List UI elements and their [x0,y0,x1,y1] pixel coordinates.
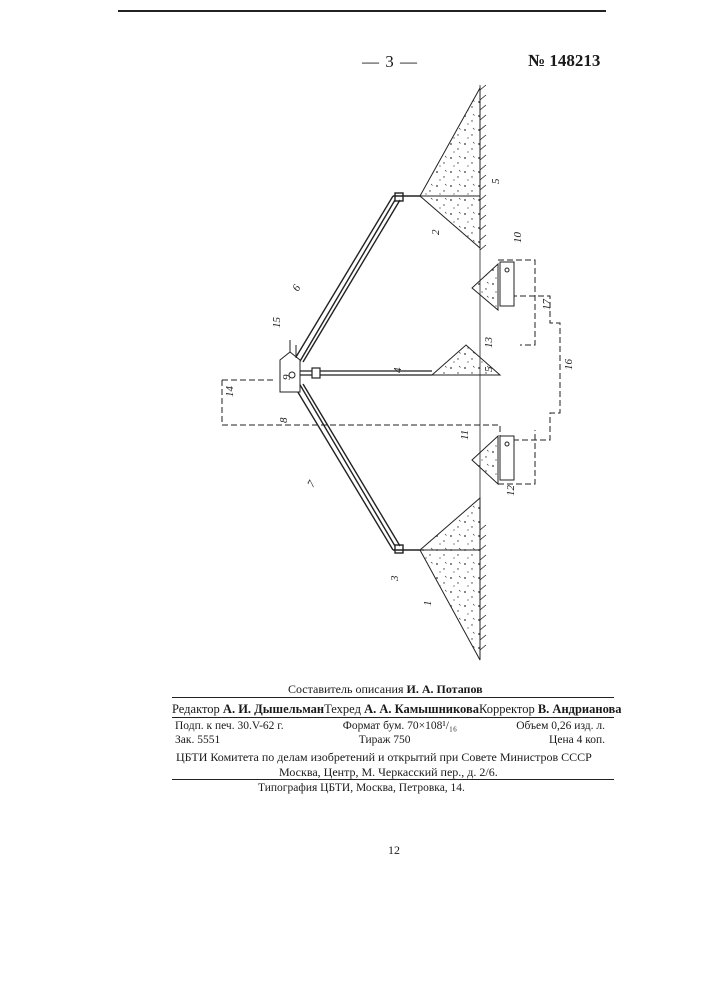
editor-name: А. И. Дышельман [223,702,324,716]
compiler-name: И. А. Потапов [406,682,482,696]
colophon-rule-1 [172,697,614,698]
svg-text:11: 11 [459,430,471,440]
svg-text:4: 4 [392,367,404,373]
svg-text:2: 2 [430,229,442,235]
editor-label: Редактор [172,702,220,716]
volume: Объем 0,26 изд. л. [516,720,605,732]
paper-format: Формат бум. 70×108¹/₁₆ [343,720,457,732]
techeditor-label: Техред [324,702,361,716]
svg-text:12: 12 [505,485,517,497]
svg-text:3: 3 [389,575,401,582]
svg-text:13: 13 [483,337,495,349]
part-labels: 6 7 15 9 8 14 4 5 2 10 17 13 5 16 11 12 … [224,178,575,606]
svg-text:15: 15 [271,317,283,329]
svg-text:16: 16 [563,359,575,371]
price: Цена 4 коп. [549,734,605,746]
svg-text:6: 6 [290,282,303,293]
techeditor-name: А. А. Камышникова [364,702,479,716]
svg-text:14: 14 [224,386,236,398]
svg-text:9: 9 [281,374,293,380]
compiler-label: Составитель описания [288,682,403,696]
svg-text:17: 17 [541,299,553,311]
publisher: ЦБТИ Комитета по делам изобретений и отк… [176,750,592,765]
corrector-label: Корректор [479,702,535,716]
svg-text:10: 10 [512,232,524,244]
patent-number: № 148213 [528,51,600,71]
print-row-1: Подп. к печ. 30.V-62 г. Формат бум. 70×1… [175,720,605,732]
printer: Типография ЦБТИ, Москва, Петровка, 14. [258,782,465,794]
svg-text:5: 5 [490,178,502,184]
colophon-rule-2 [172,717,614,718]
svg-text:1: 1 [422,601,434,607]
credits-row: Редактор А. И. Дышельман Техред А. А. Ка… [172,702,612,717]
print-run: Тираж 750 [359,734,411,746]
compiler-line: Составитель описания И. А. Потапов [288,682,483,697]
corrector-name: В. Андрианова [538,702,622,716]
upper-concrete [420,88,480,196]
svg-text:7: 7 [305,478,318,489]
svg-text:5: 5 [483,366,495,372]
order-number: Зак. 5551 [175,734,220,746]
print-row-2: Зак. 5551 Тираж 750 Цена 4 коп. [175,734,605,746]
footer-number: 12 [388,843,400,858]
top-rule [118,10,606,12]
publisher-address: Москва, Центр, М. Черкасский пер., д. 2/… [279,765,498,780]
signed-date: Подп. к печ. 30.V-62 г. [175,720,284,732]
pile-bases [500,262,514,480]
tie-rod [300,368,432,378]
svg-text:8: 8 [278,417,290,423]
page-number: — 3 — [362,52,418,72]
head-box [280,340,300,392]
colophon-rule-3 [172,779,614,780]
technical-drawing: 6 7 15 9 8 14 4 5 2 10 17 13 5 16 11 12 … [210,80,580,670]
